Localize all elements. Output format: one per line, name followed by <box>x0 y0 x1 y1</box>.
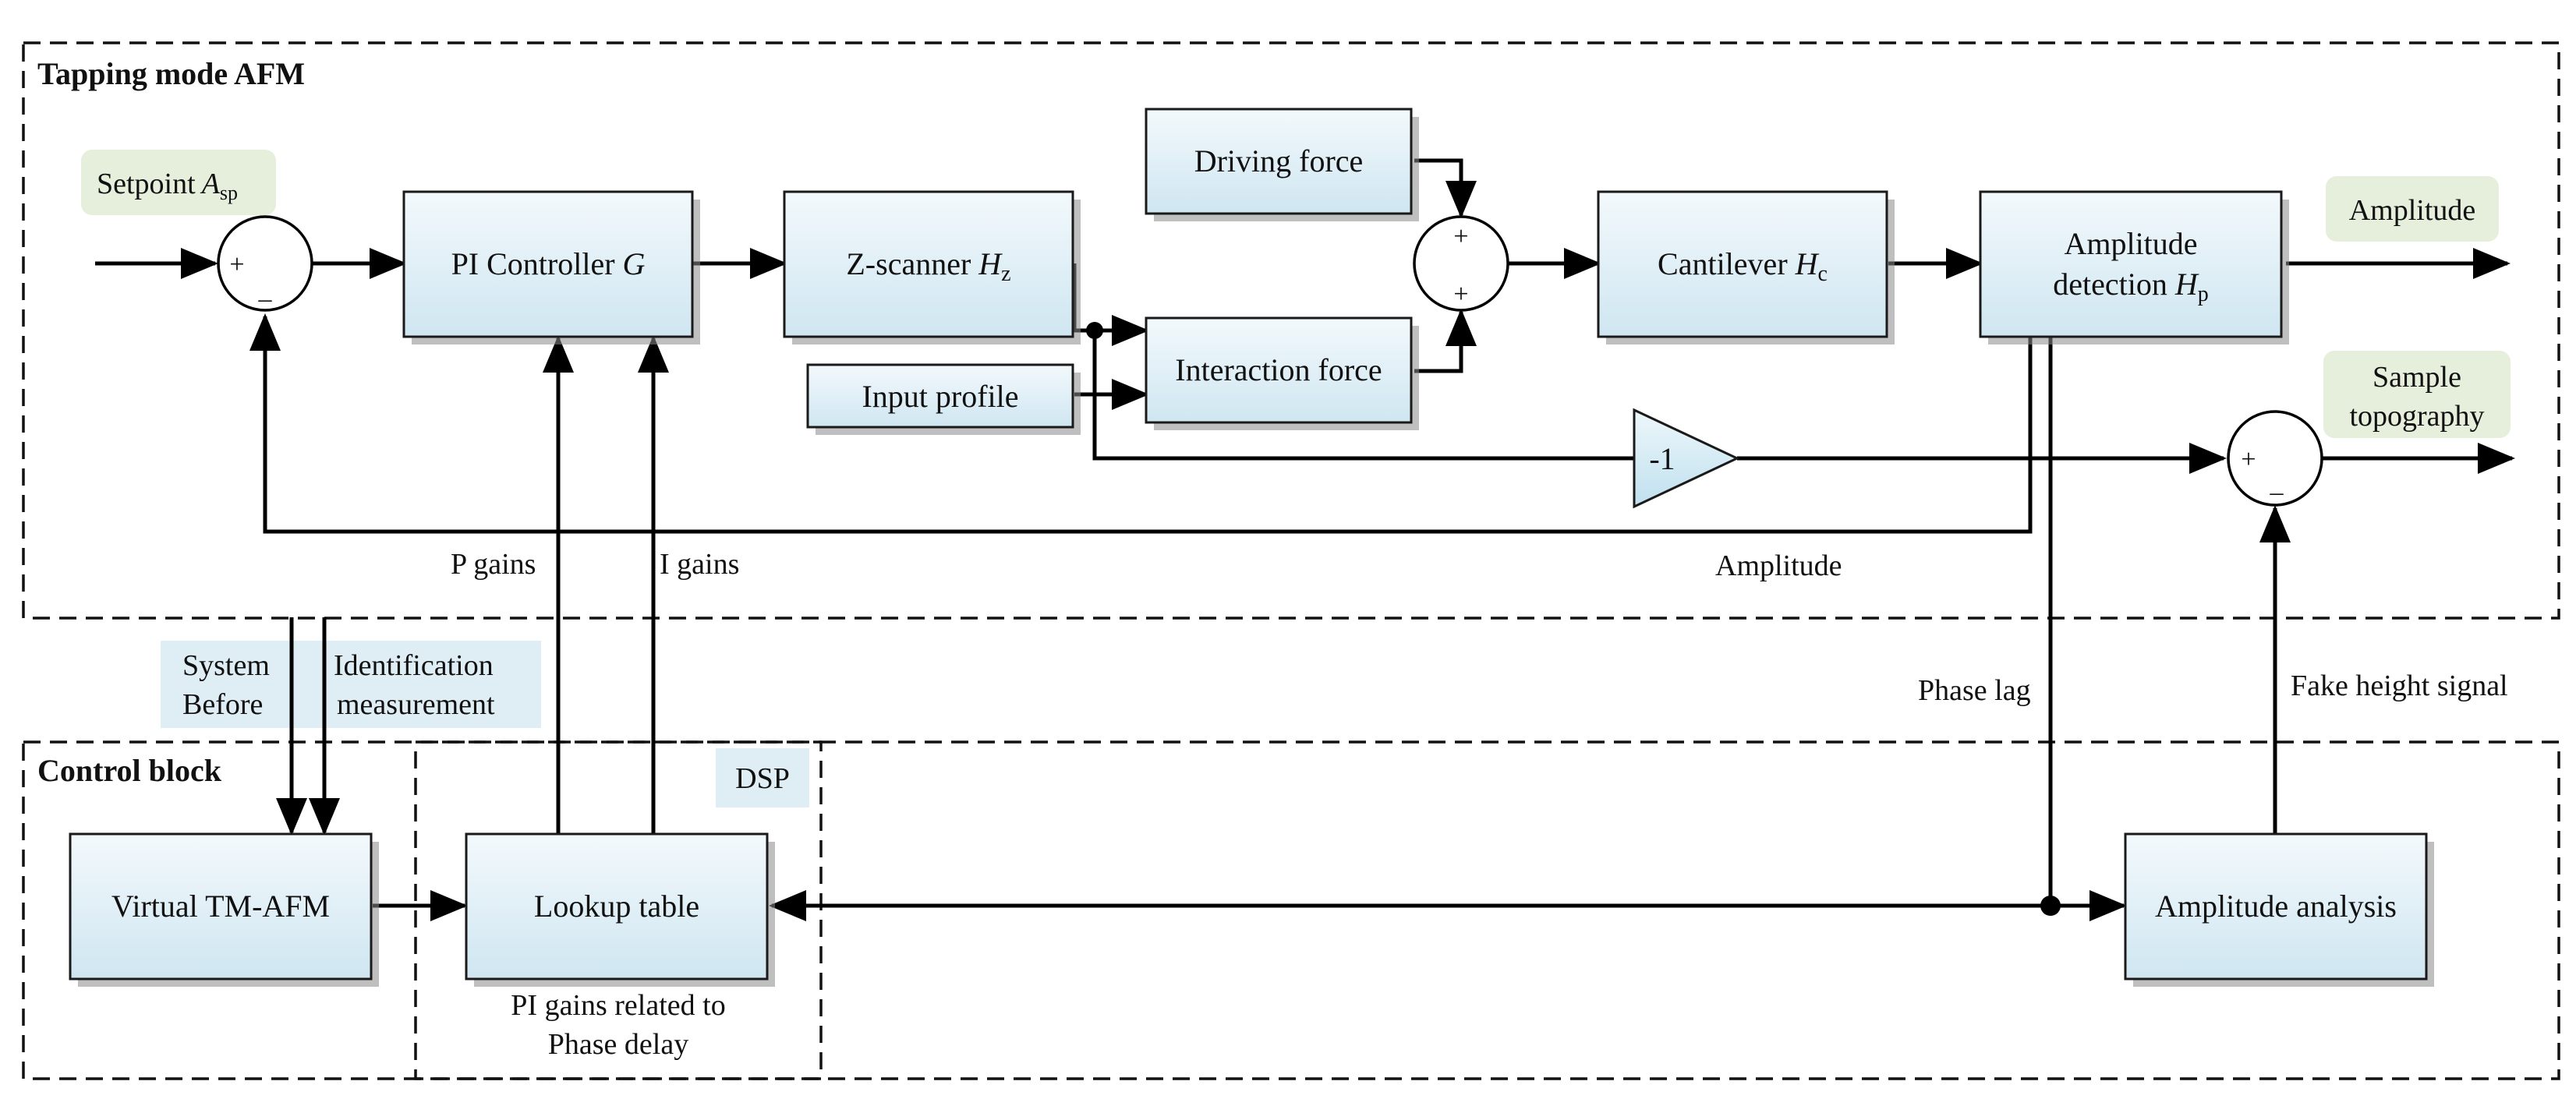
sum-junction-topography: + – <box>2227 410 2323 507</box>
interaction-force-block: Interaction force <box>1145 316 1419 430</box>
pi-gains-note-line1: PI gains related to <box>511 989 725 1022</box>
amplitude-analysis-block: Amplitude analysis <box>2124 832 2434 987</box>
system-tag <box>161 641 541 728</box>
svg-text:-1: -1 <box>1649 441 1675 476</box>
dsp-frame <box>414 740 823 1080</box>
p-gains-label: P gains <box>451 548 536 581</box>
dsp-tag <box>716 748 809 807</box>
svg-text:+: + <box>229 250 244 279</box>
amplitude-out-label: Amplitude <box>2349 194 2476 227</box>
svg-text:Virtual TM-AFM: Virtual TM-AFM <box>111 889 330 924</box>
svg-text:+: + <box>1453 222 1468 251</box>
phase-lag-label: Phase lag <box>1918 674 2031 707</box>
svg-text:+: + <box>1453 280 1468 309</box>
svg-text:Lookup table: Lookup table <box>534 889 699 924</box>
svg-text:Driving force: Driving force <box>1194 143 1364 178</box>
svg-text:Interaction force: Interaction force <box>1175 352 1382 387</box>
sample-topography-line2: topography <box>2349 400 2484 433</box>
svg-text:–: – <box>258 284 273 313</box>
pi-gains-note-line2: Phase delay <box>548 1028 688 1061</box>
junction-phase-lag <box>2040 896 2061 916</box>
svg-text:Input profile: Input profile <box>862 379 1018 414</box>
svg-text:Amplitude: Amplitude <box>2064 226 2197 261</box>
virtual-tm-afm-block: Virtual TM-AFM <box>69 832 379 987</box>
tm-afm-title: Tapping mode AFM <box>37 56 305 91</box>
identification-line2: measurement <box>337 688 495 721</box>
svg-text:Amplitude analysis: Amplitude analysis <box>2155 889 2397 924</box>
dsp-title: DSP <box>735 762 790 795</box>
identification-line1: Identification <box>334 649 494 682</box>
junction-z-scanner <box>1086 322 1103 339</box>
amplitude-out-tag <box>2326 176 2499 242</box>
svg-text:+: + <box>2241 445 2256 474</box>
sum-junction-setpoint: + – <box>217 215 313 313</box>
driving-force-block: Driving force <box>1145 108 1419 221</box>
system-line1: System <box>182 649 270 682</box>
system-line2: Before <box>182 688 263 721</box>
tm-afm-frame <box>22 41 2560 620</box>
gain-minus-one: -1 <box>1633 408 1740 509</box>
setpoint-tag <box>81 150 276 215</box>
lookup-table-block: Lookup table <box>465 832 775 987</box>
amplitude-feedback-label: Amplitude <box>1715 549 1842 582</box>
control-block-frame <box>22 740 2560 1080</box>
wires <box>95 158 2515 921</box>
sum-junction-forces: + + <box>1413 215 1509 312</box>
sample-topography-line1: Sample <box>2373 361 2461 394</box>
control-block-title: Control block <box>37 753 222 788</box>
svg-text:–: – <box>2270 478 2284 507</box>
i-gains-label: I gains <box>660 548 739 581</box>
sample-topography-tag <box>2323 351 2511 438</box>
fake-height-label: Fake height signal <box>2291 670 2508 702</box>
input-profile-block: Input profile <box>806 363 1081 435</box>
